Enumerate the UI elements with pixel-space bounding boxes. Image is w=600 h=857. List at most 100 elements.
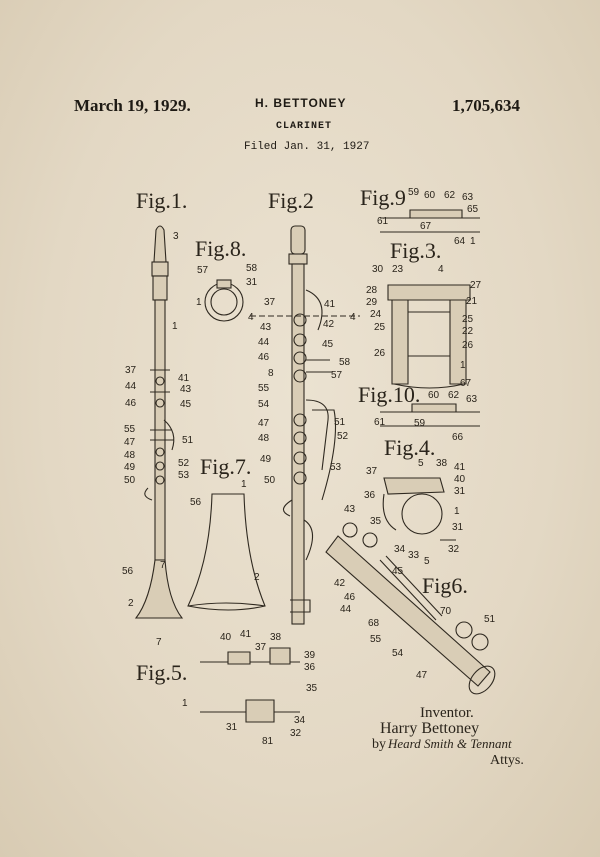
figure-5-label: Fig.5.: [136, 660, 187, 685]
ref-num: 41: [178, 373, 190, 384]
ref-num: 1: [196, 297, 202, 308]
ref-num: 37: [366, 466, 378, 477]
figure-8-label: Fig.8.: [195, 236, 246, 261]
figure-3-label: Fig.3.: [390, 238, 441, 263]
ref-num: 45: [322, 339, 334, 350]
ref-num: 39: [304, 650, 316, 661]
ref-num: 25: [462, 314, 474, 325]
ref-num: 58: [246, 263, 258, 274]
ref-num: 1: [172, 321, 178, 332]
ref-num: 21: [466, 296, 478, 307]
ref-num: 41: [240, 629, 252, 640]
inventor-name-header: H. BETTONEY: [255, 96, 347, 110]
ref-num: 41: [454, 462, 466, 473]
ref-num: 67: [420, 221, 432, 232]
fig1-bell: [134, 559, 184, 619]
ref-num: 7: [160, 560, 166, 571]
ref-num: 1: [454, 506, 460, 517]
ref-num: 59: [414, 418, 426, 429]
ref-num: 47: [258, 418, 270, 429]
ref-num: 64: [454, 236, 466, 247]
ref-num: 51: [334, 417, 346, 428]
ref-num: 53: [330, 462, 342, 473]
patent-number: 1,705,634: [452, 96, 520, 115]
ref-num: 66: [452, 432, 464, 443]
ref-num: 1: [460, 360, 466, 371]
ref-num: 26: [462, 340, 474, 351]
ref-num: 47: [124, 437, 136, 448]
fig1-mouthpiece: [153, 225, 167, 263]
ref-num: 60: [424, 190, 436, 201]
ref-num: 8: [268, 368, 274, 379]
filed-date: Filed Jan. 31, 1927: [244, 141, 370, 153]
figure-1: Fig.1. 3 1 37 41 44: [122, 188, 194, 648]
figure-10-label: Fig.10.: [358, 382, 420, 407]
ref-num: 5: [418, 458, 424, 469]
ref-num: 44: [340, 604, 352, 615]
ref-num: 70: [440, 606, 452, 617]
ref-num: 48: [258, 433, 270, 444]
ref-num: 48: [124, 450, 136, 461]
by-label: by: [372, 737, 386, 752]
ref-num: 24: [370, 309, 382, 320]
ref-num: 46: [344, 592, 356, 603]
fig6-tube: [325, 535, 491, 687]
ref-num: 56: [190, 497, 202, 508]
ref-num: 35: [370, 516, 382, 527]
ref-num: 45: [180, 399, 192, 410]
figure-2: Fig.2 37 41 4 42 4 43: [248, 188, 360, 625]
ref-num: 61: [374, 417, 386, 428]
figure-4: Fig.4. 5 38 37 41 40 36 31 1 35 31 34 33…: [364, 435, 466, 567]
ref-num: 41: [324, 299, 336, 310]
fig1-barrel-top: [151, 261, 169, 277]
figure-10: Fig.10. 60 67 62 63 61 59 66: [358, 378, 480, 443]
ref-num: 58: [339, 357, 351, 368]
ref-num: 43: [260, 322, 272, 333]
inventor-signature-name: Harry Bettoney: [380, 720, 479, 737]
ref-num: 31: [452, 522, 464, 533]
figure-8: Fig.8. 57 58 31 1: [195, 236, 258, 322]
ref-num: 31: [246, 277, 258, 288]
ref-num: 25: [374, 322, 386, 333]
ref-num: 65: [467, 204, 479, 215]
figure-2-label: Fig.2: [268, 188, 314, 213]
ref-num: 61: [377, 216, 389, 227]
ref-num: 36: [304, 662, 316, 673]
ref-num: 56: [122, 566, 134, 577]
figure-3: Fig.3. 30 23 4 27 28 29 21 24 25 22 25 2…: [366, 238, 482, 389]
ref-num: 35: [306, 683, 318, 694]
ref-num: 50: [264, 475, 276, 486]
figure-9-label: Fig.9: [360, 185, 406, 210]
ref-num: 49: [260, 454, 272, 465]
attorneys-signature: Heard Smith & Tennant: [387, 736, 512, 751]
ref-num: 34: [294, 715, 306, 726]
ref-num: 68: [368, 618, 380, 629]
ref-num: 31: [454, 486, 466, 497]
ref-num: 53: [178, 470, 190, 481]
ref-num: 32: [290, 728, 302, 739]
ref-num: 62: [448, 390, 460, 401]
ref-num: 38: [270, 632, 282, 643]
ref-num: 5: [424, 556, 430, 567]
ref-num: 1: [470, 236, 476, 247]
ref-num: 31: [226, 722, 238, 733]
ref-num: 44: [258, 337, 270, 348]
figure-6: Fig6. 43 42 45 46 44 68 70 55 51 54 47: [325, 504, 496, 695]
ref-num: 29: [366, 297, 378, 308]
ref-num: 30: [372, 264, 384, 275]
ref-num: 50: [124, 475, 136, 486]
figure-9: Fig.9 59 60 62 63 65 61 67 64 1: [360, 185, 480, 247]
ref-num: 49: [124, 462, 136, 473]
ref-num: 40: [220, 632, 232, 643]
ref-num: 54: [392, 648, 404, 659]
ref-num: 32: [448, 544, 460, 555]
figure-1-label: Fig.1.: [136, 188, 187, 213]
ref-num: 38: [436, 458, 448, 469]
ref-num: 62: [444, 190, 456, 201]
figure-7: Fig.7. 1 56 2: [187, 454, 266, 611]
ref-num: 52: [178, 458, 190, 469]
ref-num: 42: [323, 319, 335, 330]
ref-num: 63: [466, 394, 478, 405]
